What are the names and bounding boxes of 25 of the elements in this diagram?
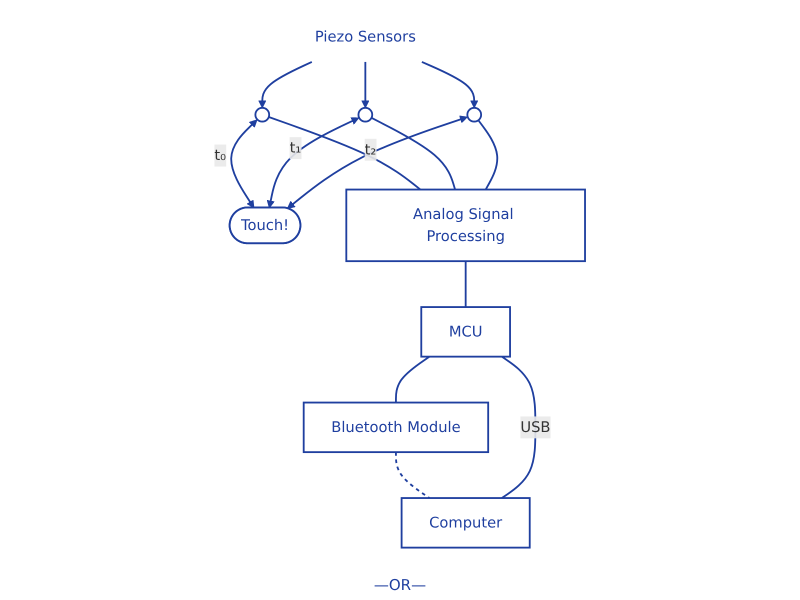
- node-box: Computer: [401, 497, 531, 549]
- node-box: MCU: [420, 306, 512, 358]
- node-text: Piezo Sensors: [315, 28, 416, 46]
- arrow: [287, 116, 468, 209]
- edge-label: USB: [520, 418, 551, 436]
- connector: [268, 116, 422, 190]
- arrow: [230, 119, 258, 208]
- connector: [478, 120, 498, 190]
- connector: [395, 356, 430, 403]
- edge-label: t₀: [214, 146, 226, 164]
- node-box: Bluetooth Module: [303, 402, 490, 454]
- node-circle: [466, 106, 482, 123]
- node-circle: [254, 106, 270, 123]
- arrow: [258, 61, 313, 108]
- connector: [371, 117, 456, 190]
- node-circle: [358, 106, 374, 123]
- edge-label: t₂: [364, 140, 377, 158]
- edge-label: t₁: [290, 138, 302, 156]
- arrow: [267, 117, 360, 208]
- node-box: Analog Signal Processing: [346, 188, 586, 262]
- arrow: [362, 62, 370, 108]
- note-text: —OR—: [374, 576, 426, 594]
- connector: [395, 452, 430, 499]
- arrow: [422, 61, 479, 108]
- connector: [465, 261, 467, 308]
